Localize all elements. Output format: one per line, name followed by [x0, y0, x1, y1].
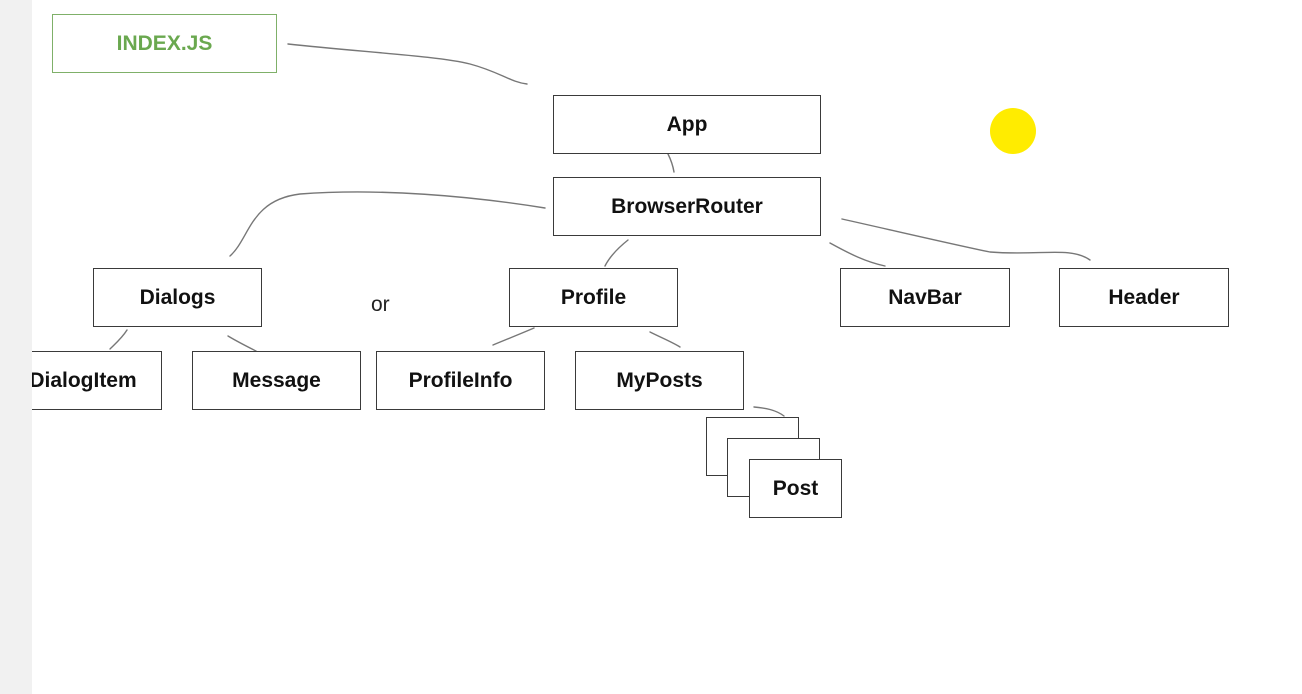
navbar-node: NavBar [840, 268, 1010, 327]
message-node: Message [192, 351, 361, 410]
connector-profile-profileinfo [492, 327, 535, 346]
connector-index-app [287, 43, 528, 85]
connector-router-header [841, 218, 1091, 261]
header-node: Header [1059, 268, 1229, 327]
or-label: or [371, 293, 390, 316]
connector-profile-myposts [649, 331, 681, 348]
profile-node: Profile [509, 268, 678, 327]
app-node: App [553, 95, 821, 154]
left-margin-strip [0, 0, 32, 694]
post-node: Post [749, 459, 842, 518]
connector-router-dialogs [229, 191, 546, 257]
connector-router-profile [604, 239, 629, 267]
dialogs-node: Dialogs [93, 268, 262, 327]
index-js-box: INDEX.JS [52, 14, 277, 73]
connector-app-router [667, 153, 675, 173]
profile-info-node: ProfileInfo [376, 351, 545, 410]
my-posts-node: MyPosts [575, 351, 744, 410]
connector-dialogs-dialogitem [109, 329, 128, 350]
connector-myposts-post [753, 406, 785, 417]
connector-dialogs-message [227, 335, 257, 352]
browser-router-node: BrowserRouter [553, 177, 821, 236]
connector-router-navbar [829, 242, 886, 267]
cursor-highlight [990, 108, 1036, 154]
